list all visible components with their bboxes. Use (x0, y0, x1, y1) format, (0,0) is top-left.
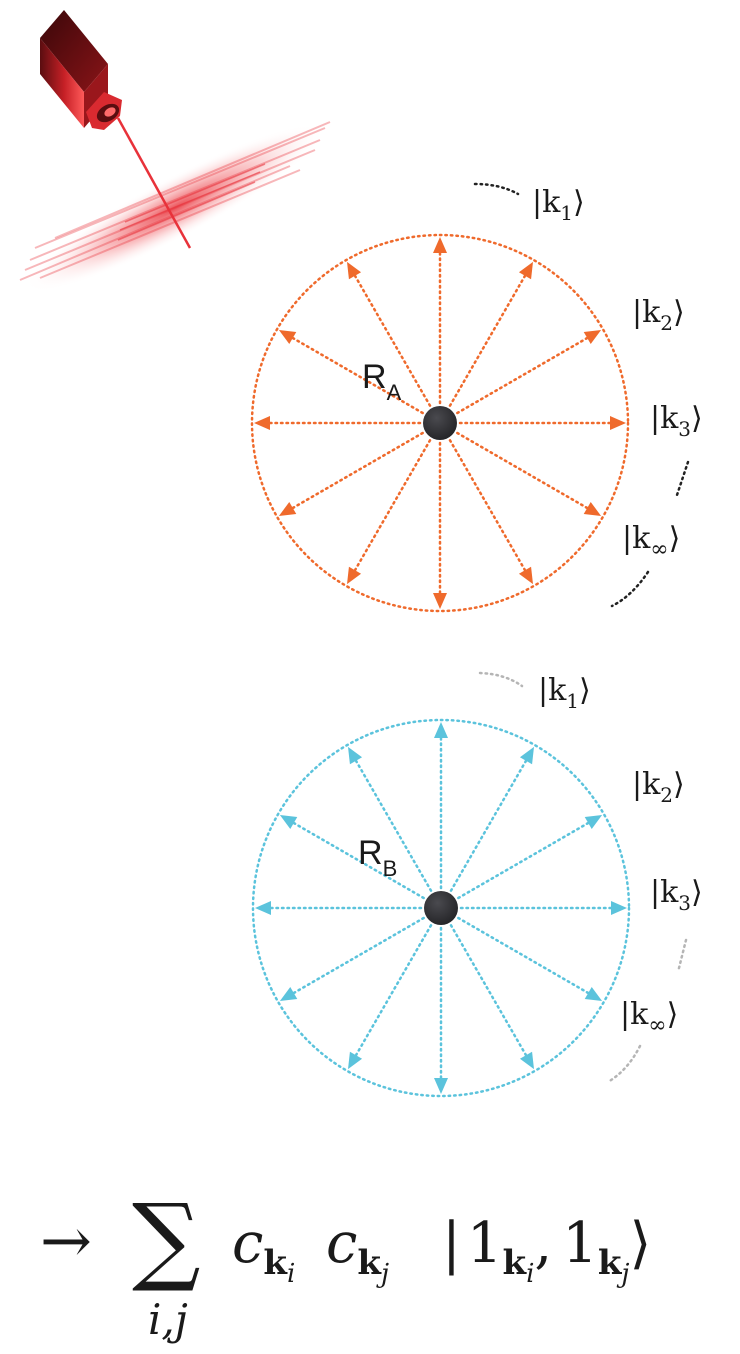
atom-a-emission-rays (254, 237, 626, 609)
atom-a-ray-11 (456, 431, 592, 512)
atom-b-core (424, 891, 458, 925)
atom-b-emission-rays (255, 722, 627, 1094)
atom-b-arrowhead-5 (279, 815, 298, 830)
atom-b-ray-11 (457, 916, 593, 997)
atom-a-label: RA (362, 358, 402, 405)
atom-a-hint-dots-bottom (610, 570, 650, 608)
laser-beam-sheet (19, 121, 331, 293)
atom-a-ket-kinf: |k∞⟩ (622, 521, 680, 562)
atom-b-arrowhead-8 (348, 1051, 363, 1070)
atom-a-label-sub: A (387, 380, 402, 405)
atom-a-ket-k3: |k3⟩ (650, 401, 703, 441)
atom-b-arrowhead-2 (519, 746, 534, 765)
atom-b-ray-5 (289, 819, 425, 900)
atom-b-ray-8 (352, 924, 433, 1060)
atom-a-arrowhead-4 (347, 261, 362, 280)
atom-a-arrowhead-3 (433, 237, 447, 253)
atom-b-ray-4 (352, 756, 433, 892)
atom-b-arrowhead-3 (434, 722, 448, 738)
atom-a-ray-1 (456, 334, 592, 415)
atom-b-arrowhead-6 (255, 901, 271, 915)
atom-a-arrowhead-7 (278, 501, 297, 516)
atom-b-ray-2 (449, 756, 530, 892)
atom-a-arrowhead-2 (518, 261, 533, 280)
formula-coefficient-ki: cki (232, 1211, 295, 1289)
formula-coefficient-kj: ckj (326, 1211, 389, 1289)
atom-b-arrowhead-1 (584, 815, 603, 830)
laser-device (19, 10, 331, 293)
atom-a-ket-k2: |k2⟩ (632, 295, 685, 335)
atom-b-ket-k1: |k1⟩ (538, 673, 591, 713)
formula-sum-symbol: ∑ (132, 1183, 201, 1295)
atom-b-ket-k2: |k2⟩ (632, 767, 685, 807)
atom-a-arrowhead-1 (583, 330, 602, 345)
atom-a-hint-dots-mid (674, 460, 690, 500)
atom-b-arrowhead-10 (519, 1051, 534, 1070)
atom-b-ket-k3: |k3⟩ (650, 875, 703, 915)
formula-ket: |1ki,1kj⟩ (442, 1211, 651, 1289)
atom-a-ray-10 (448, 439, 529, 575)
atom-b-ket-kinf: |k∞⟩ (620, 997, 678, 1038)
atom-a-arrowhead-0 (610, 416, 626, 430)
atom-a-ray-2 (448, 271, 529, 407)
laser-ray (116, 117, 192, 249)
atom-a-arrowhead-8 (347, 566, 362, 585)
atom-a-arrowhead-11 (583, 501, 602, 516)
atom-b-hint-dots-top (478, 671, 524, 688)
atom-b-hint-dots-bottom (606, 1044, 642, 1084)
atom-b-label-sub: B (383, 856, 398, 881)
formula-sum-index: i,j (148, 1295, 188, 1344)
atom-a-ket-k1: |k1⟩ (532, 185, 585, 225)
atom-a-ray-8 (351, 439, 432, 575)
atom-a-arrowhead-5 (278, 330, 297, 345)
atom-a-ray-7 (288, 431, 424, 512)
atom-b-hint-dots-mid (676, 938, 688, 974)
atom-b-label: RB (358, 834, 397, 881)
atom-b-ray-1 (457, 819, 593, 900)
atom-b-ray-10 (449, 924, 530, 1060)
atom-b-sphere (251, 718, 631, 1098)
atom-a-core (423, 406, 457, 440)
atom-a-arrowhead-6 (254, 416, 270, 430)
atom-a-arrowhead-9 (433, 593, 447, 609)
atom-a-ray-4 (351, 271, 432, 407)
atom-b-ray-7 (289, 916, 425, 997)
laser-body (40, 10, 122, 130)
atom-a-arrowhead-10 (518, 566, 533, 585)
atom-a-sphere (250, 233, 630, 613)
atom-b-arrowhead-0 (611, 901, 627, 915)
atom-b-arrowhead-9 (434, 1078, 448, 1094)
atom-b-arrowhead-4 (348, 746, 363, 765)
two-photon-state-formula: → ∑ i,j cki ckj |1ki,1kj⟩ (40, 1183, 651, 1344)
atom-a-emission-pattern: RA |k1⟩ |k2⟩ |k3⟩ |k∞⟩ (250, 182, 703, 613)
formula-arrow: → (40, 1204, 92, 1277)
atom-b-emission-pattern: RB |k1⟩ |k2⟩ |k3⟩ |k∞⟩ (251, 671, 703, 1098)
atom-b-arrowhead-7 (279, 986, 298, 1001)
atom-a-ray-5 (288, 334, 424, 415)
atom-b-arrowhead-11 (584, 986, 603, 1001)
atom-a-hint-dots-top (473, 182, 520, 196)
